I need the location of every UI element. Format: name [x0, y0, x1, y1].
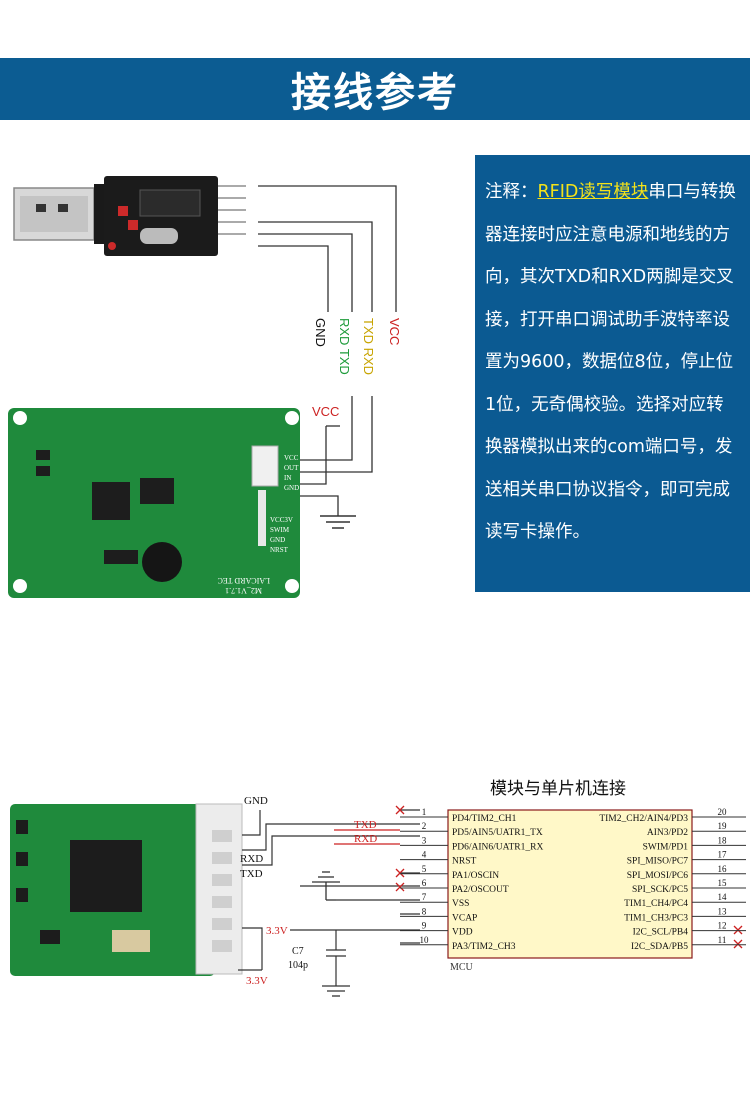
label-vcc-module: VCC — [312, 404, 339, 419]
mcu-pin-name: I2C_SDA/PB5 — [631, 942, 688, 952]
wiring-lines — [258, 185, 397, 516]
mcu-schematic: GND RXD TXD 3.3V 3.3V C7 104p TXD RXD MC… — [10, 795, 746, 997]
mcu-pin-name: PD6/AIN6/UATR1_RX — [452, 842, 543, 852]
mcu-pin-number: 1 — [422, 807, 427, 817]
mcu-pin-name: TIM1_CH4/PC4 — [624, 899, 688, 909]
page-title: 接线参考 — [291, 70, 459, 116]
mcu-pin-name: I2C_SCL/PB4 — [633, 928, 689, 938]
label-3v3-cap: 3.3V — [266, 925, 288, 937]
mcu-pin-number: 20 — [718, 807, 728, 817]
mcu-pin-number: 12 — [718, 921, 727, 931]
mcu-pin-name: PA2/OSCOUT — [452, 885, 509, 895]
mcu-pin-name: SPI_MISO/PC7 — [627, 857, 688, 867]
label-3v3-left: 3.3V — [246, 975, 268, 987]
mcu-pin-name: TIM1_CH3/PC3 — [624, 913, 688, 923]
mcu-pin-number: 2 — [422, 821, 427, 831]
note-prefix: 注释： — [485, 182, 538, 202]
mcu-pin-name: VSS — [452, 899, 469, 909]
mcu-pin-name: AIN3/PD2 — [647, 828, 688, 838]
mcu-pin-number: 16 — [718, 864, 728, 874]
mcu-pin-name: PD4/TIM2_CH1 — [452, 814, 517, 824]
ground-symbol — [320, 515, 356, 529]
label-vcc: VCC — [387, 318, 402, 345]
note-highlight: RFID读写模块 — [537, 182, 649, 202]
pcb-pin-label: VCC — [284, 454, 299, 462]
pcb-pin-label: OUT — [284, 464, 299, 472]
note-box: 注释：RFID读写模块串口与转换器连接时应注意电源和地线的方向，其次TXD和RX… — [475, 155, 750, 592]
pcb-label: LAICARD TEC — [217, 576, 270, 585]
rfid-module-pcb: LAICARD TEC M2_V1.7.1 VCC OUT IN GND VCC… — [8, 408, 300, 598]
pcb-pin-label: SWIM — [270, 526, 290, 534]
mcu-pin-number: 3 — [422, 835, 427, 845]
mcu-pin-number: 6 — [422, 878, 427, 888]
label-gnd: GND — [313, 318, 328, 347]
module-board — [10, 803, 243, 976]
pcb-pin-label: GND — [284, 484, 299, 492]
mcu-label: MCU — [450, 962, 474, 973]
mcu-pin-number: 18 — [718, 835, 728, 845]
pcb-pin-label: NRST — [270, 546, 289, 554]
mcu-pin-name: VDD — [452, 928, 473, 938]
module-wires — [238, 809, 420, 986]
mcu-pin-name: SPI_MOSI/PC6 — [627, 871, 688, 881]
mcu-pin-number: 8 — [422, 906, 427, 916]
label-rxd-txd: RXD TXD — [337, 318, 352, 375]
usb-plug — [13, 184, 104, 244]
pcb-version: M2_V1.7.1 — [225, 586, 262, 595]
label-txd-net: TXD — [354, 819, 377, 831]
mcu-pin-name: SPI_SCK/PC5 — [632, 885, 688, 895]
no-connect-marks — [395, 805, 743, 949]
pcb-pin-label: GND — [270, 536, 285, 544]
mcu-pin-name: PA3/TIM2_CH3 — [452, 942, 516, 952]
mcu-body — [447, 809, 693, 959]
mcu-pin-number: 10 — [420, 935, 430, 945]
pcb-pin-labels: VCC OUT IN GND VCC3V SWIM GND NRST — [270, 454, 299, 554]
label-rxd: RXD — [240, 853, 263, 865]
label-cap-name: C7 — [292, 946, 304, 957]
mcu-pin-number: 11 — [718, 935, 727, 945]
mcu-section-title: 模块与单片机连接 — [490, 779, 626, 799]
mcu-pin-number: 14 — [718, 892, 728, 902]
pcb-pin-label: IN — [284, 474, 291, 482]
ground-symbol-cap — [322, 985, 350, 997]
label-txd: TXD — [240, 868, 263, 880]
note-body: 串口与转换器连接时应注意电源和地线的方向，其次TXD和RXD两脚是交叉接，打开串… — [485, 182, 736, 542]
usb-converter-board — [104, 176, 218, 256]
title-banner: 接线参考 — [0, 58, 750, 120]
label-txd-rxd: TXD RXD — [361, 318, 376, 375]
usb-wiring-diagram: VCC TXD RXD RXD TXD GND VCC LAICARD TEC … — [8, 176, 402, 598]
label-rxd-net: RXD — [354, 833, 377, 845]
mcu-pin-name: VCAP — [452, 913, 477, 923]
label-cap-value: 104p — [288, 960, 308, 971]
mcu-pin-number: 19 — [718, 821, 728, 831]
mcu-pin-number: 9 — [422, 921, 427, 931]
red-net-lines — [334, 829, 400, 845]
mcu-pin-name: SWIM/PD1 — [643, 842, 689, 852]
mcu-pin-name: PD5/AIN5/UATR1_TX — [452, 828, 543, 838]
mcu-pin-name: PA1/OSCIN — [452, 871, 499, 881]
mcu-pin-number: 5 — [422, 864, 427, 874]
mcu-pin-number: 4 — [422, 850, 427, 860]
mcu-pin-name: NRST — [452, 857, 476, 867]
label-gnd: GND — [244, 795, 268, 807]
pcb-pin-label: VCC3V — [270, 516, 293, 524]
mcu-pin-number: 13 — [718, 906, 728, 916]
mcu-pin-number: 7 — [422, 892, 427, 902]
mcu-pin-name: TIM2_CH2/AIN4/PD3 — [599, 814, 688, 824]
ground-symbol-vss — [312, 871, 340, 901]
usb-header-pins — [218, 185, 246, 235]
mcu-pin-number: 15 — [718, 878, 728, 888]
mcu-pin-number: 17 — [718, 850, 728, 860]
